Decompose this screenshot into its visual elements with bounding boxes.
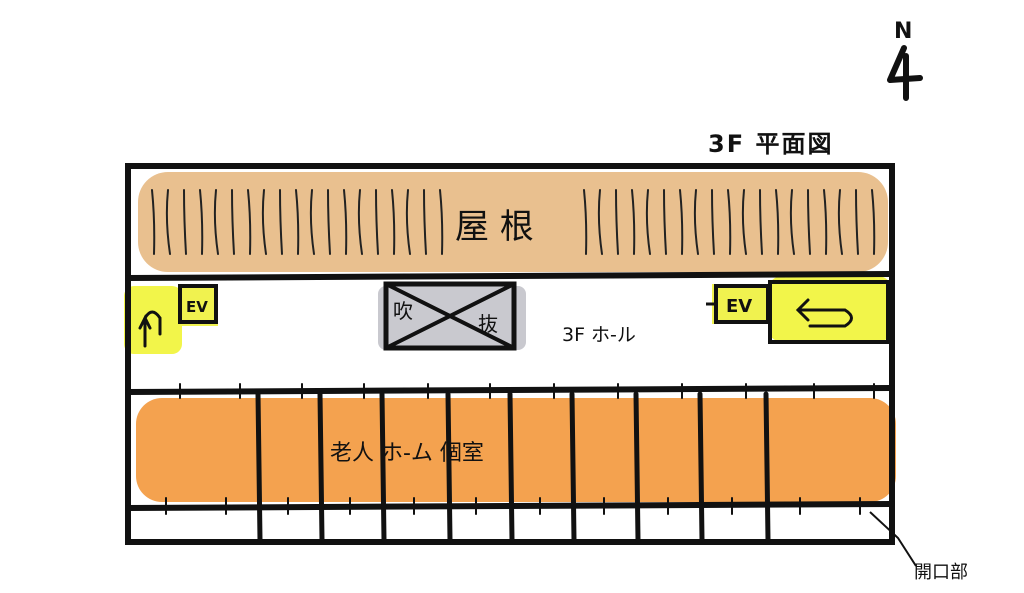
roof-hatch-line — [391, 189, 396, 255]
roof-hatch-line — [855, 189, 859, 255]
plan-title: 3F 平面図 — [708, 130, 833, 158]
roof-hatch-line — [711, 189, 715, 255]
room-partition — [379, 391, 387, 543]
roof-area: 屋 根 — [138, 172, 888, 272]
roof-hatch-line — [583, 189, 588, 255]
roof-hatch-line — [789, 189, 795, 255]
room-partition — [317, 391, 325, 543]
roof-hatch-line — [261, 189, 267, 255]
roof-hatch-line — [247, 189, 252, 255]
stairs-left — [124, 286, 182, 354]
void-atrium: 吹 抜 — [378, 281, 526, 351]
roof-hatch-line — [423, 189, 427, 255]
u-turn-arrow-icon — [795, 298, 853, 328]
roof-hatch-line — [295, 189, 300, 255]
roof-hatch-line — [199, 189, 204, 255]
roof-hatch-line — [615, 189, 619, 255]
roof-hatch-line — [375, 189, 379, 255]
roof-hatch-line — [405, 189, 411, 255]
elevator-right: EV — [706, 284, 772, 324]
roof-hatch-line — [183, 189, 187, 255]
roof-hatch-line — [279, 189, 283, 255]
roof-hatch-line — [165, 189, 171, 255]
nursing-home-rooms: 老人 ホ-ム 個室 — [136, 398, 896, 502]
opening-callout: 開口部 — [869, 511, 968, 583]
roof-hatch-line — [327, 189, 331, 255]
room-partition — [507, 391, 515, 543]
ev-right-label: EV — [726, 296, 752, 317]
void-label-right: 抜 — [478, 312, 498, 336]
roof-hatch-line — [645, 189, 651, 255]
roof-hatch-line — [693, 189, 699, 255]
north-letter: N — [894, 19, 912, 44]
roof-hatch-line — [231, 189, 235, 255]
stairs-right — [768, 276, 892, 344]
roof-hatch-line — [871, 189, 876, 255]
roof-hatch-line — [357, 189, 363, 255]
roof-hatch-line — [775, 189, 780, 255]
roof-hatch-line — [679, 189, 684, 255]
roof-hatch-line — [741, 189, 747, 255]
roof-hatch-line — [309, 189, 315, 255]
roof-hatch-line — [807, 189, 811, 255]
room-partition — [697, 391, 705, 543]
elevator-left: EV — [178, 284, 218, 326]
roof-label: 屋 根 — [455, 207, 534, 247]
hall-label: 3F ホ-ル — [562, 324, 636, 346]
roof-hatch-line — [597, 189, 603, 255]
roof-hatch-line — [727, 189, 732, 255]
rooms-label: 老人 ホ-ム 個室 — [330, 441, 484, 466]
room-partition — [569, 391, 577, 543]
north-arrow: N — [887, 19, 923, 101]
room-partition — [633, 391, 641, 543]
opening-label: 開口部 — [914, 562, 968, 583]
ev-left-label: EV — [186, 298, 208, 316]
room-partition — [255, 391, 263, 543]
roof-hatch-line — [823, 189, 828, 255]
u-turn-arrow-icon — [138, 310, 162, 348]
room-partition — [763, 391, 771, 543]
roof-hatch-line — [759, 189, 763, 255]
roof-hatch-line — [439, 189, 444, 255]
roof-hatch-line — [631, 189, 636, 255]
roof-hatch-line — [837, 189, 843, 255]
void-label-left: 吹 — [393, 299, 413, 323]
roof-hatch-line — [663, 189, 667, 255]
room-partition — [445, 391, 453, 543]
roof-hatch-line — [343, 189, 348, 255]
roof-hatch-line — [151, 189, 156, 255]
north-arrow-icon — [887, 45, 923, 101]
roof-hatch-line — [213, 189, 219, 255]
